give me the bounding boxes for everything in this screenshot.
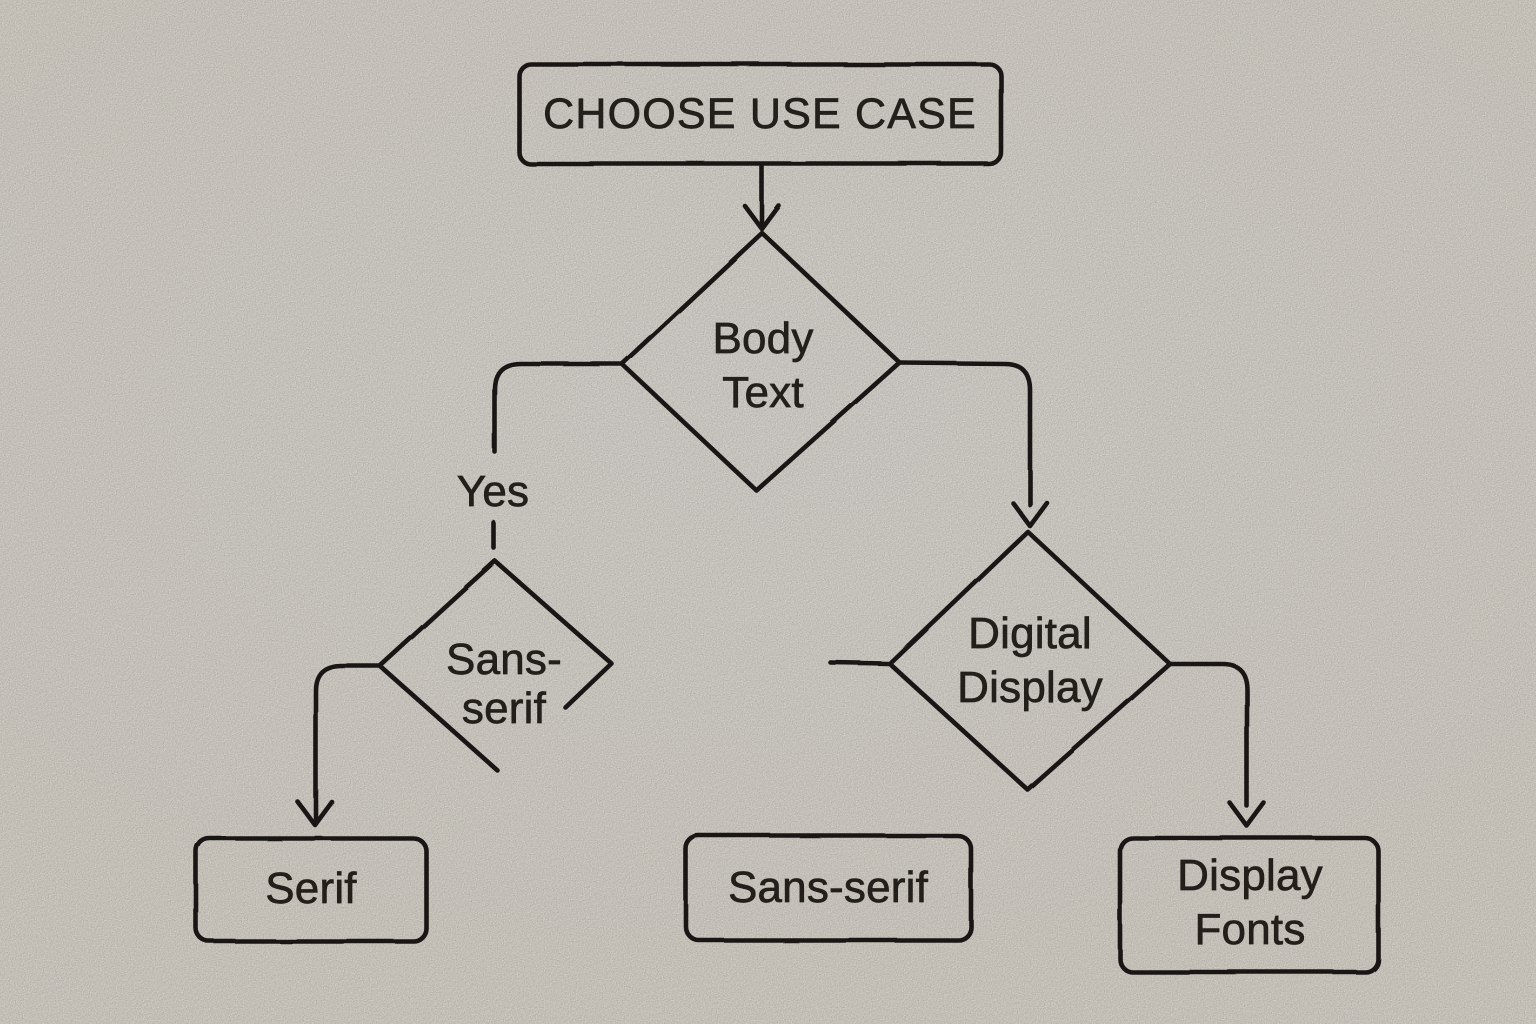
- node-choose-use-case-label: CHOOSE USE CASE: [543, 90, 977, 139]
- node-display-fonts-label: Display Fonts: [1177, 851, 1323, 955]
- node-digital-display-label: Digital Display: [957, 609, 1103, 713]
- edge-label-yes: Yes: [456, 467, 530, 517]
- node-body-text-label: Body Text: [712, 314, 814, 418]
- node-serif-label: Serif: [265, 864, 357, 914]
- node-sans-serif-result-label: Sans-serif: [727, 863, 929, 913]
- node-sans-serif-question-label: Sans- serif: [446, 635, 562, 734]
